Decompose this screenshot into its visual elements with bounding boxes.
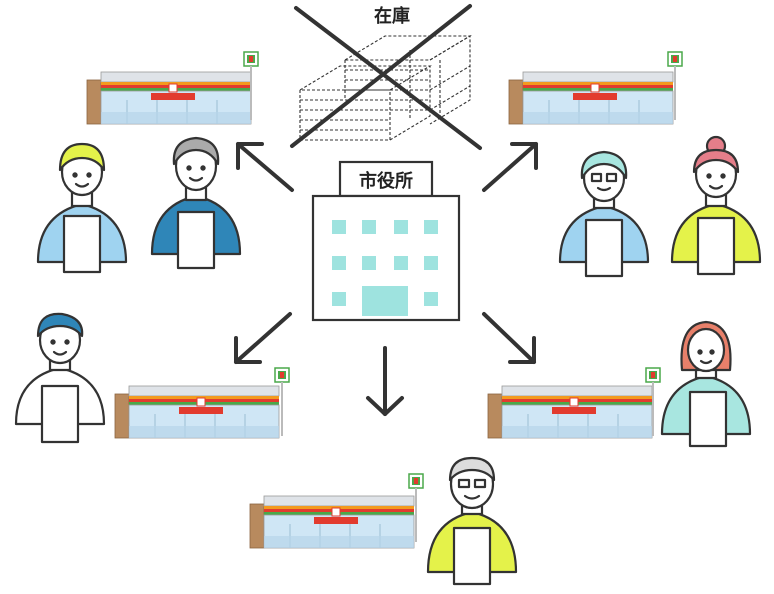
inventory-label: 在庫 — [374, 5, 410, 27]
store-mid-right — [487, 367, 661, 439]
resident-6 — [660, 320, 752, 448]
resident-1 — [36, 142, 128, 274]
city-hall: 市役所 — [311, 160, 461, 322]
resident-5 — [14, 312, 106, 444]
resident-3 — [558, 150, 650, 278]
store-top-left — [86, 51, 259, 125]
city-hall-label: 市役所 — [359, 170, 413, 192]
cross-line-1 — [294, 6, 482, 150]
inventory-stack — [290, 4, 482, 150]
arrow-down — [366, 346, 404, 416]
arrow-down-right — [482, 312, 536, 364]
arrow-up-left — [236, 142, 294, 192]
cross-line-2 — [290, 4, 472, 148]
resident-7 — [426, 456, 518, 586]
arrow-down-left — [234, 312, 292, 364]
store-top-right — [508, 51, 683, 125]
resident-4 — [670, 135, 762, 276]
resident-2 — [150, 136, 242, 270]
store-bottom — [249, 473, 424, 549]
arrow-up-right — [482, 142, 538, 192]
store-mid-left — [114, 367, 290, 439]
